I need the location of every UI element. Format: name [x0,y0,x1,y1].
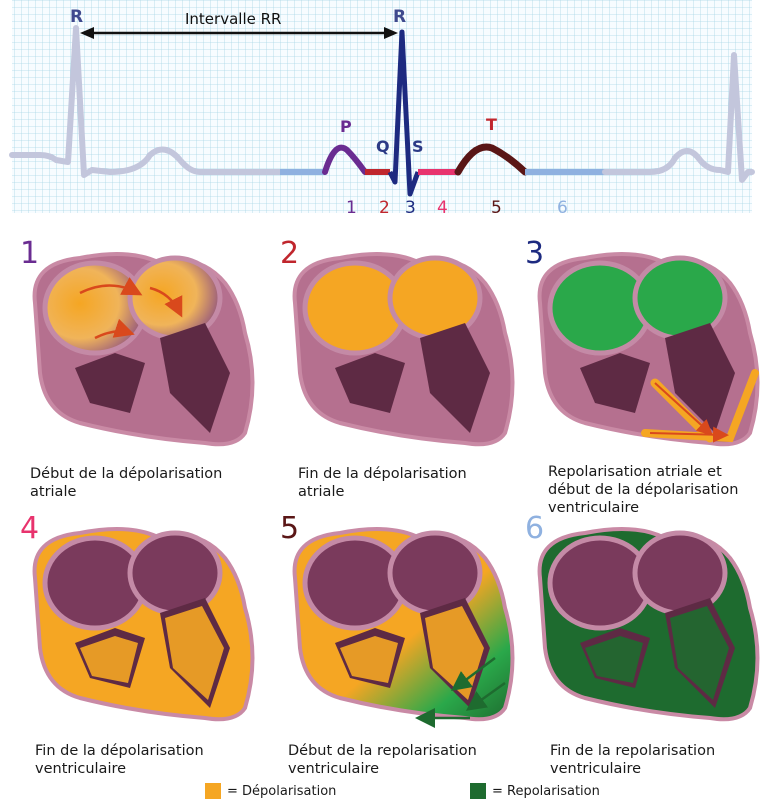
panel-number-1: 1 [20,239,39,269]
panel-number-5: 5 [280,514,299,544]
heart-panel-4 [20,518,270,768]
panel-caption-2: Fin de la dépolarisation atriale [298,465,467,501]
legend-repolarization: = Repolarisation [470,783,600,799]
heart-panel-2 [280,243,530,493]
depolarization-label: = Dépolarisation [227,784,336,799]
heart-diagram [525,243,760,453]
heart-diagram [20,518,270,728]
panel-caption-1: Début de la dépolarisation atriale [30,465,222,501]
s-wave-label: S [412,137,424,156]
panel-number-3: 3 [525,239,544,269]
heart-panel-1 [20,243,270,493]
r-label-left: R [70,7,83,27]
phase-number-5: 5 [491,198,502,215]
heart-diagram [280,518,530,728]
repolarization-label: = Repolarisation [492,784,600,799]
panel-caption-4: Fin de la dépolarisation ventriculaire [35,742,204,778]
repolarization-swatch [470,783,486,799]
r-label-right: R [393,7,406,27]
q-wave-label: Q [376,137,390,156]
phase-number-6: 6 [557,198,568,215]
panel-caption-5: Début de la repolarisation ventriculaire [288,742,477,778]
heart-panel-3 [525,243,760,493]
heart-panel-5 [280,518,530,768]
phase-number-1: 1 [346,198,357,215]
panel-number-2: 2 [280,239,299,269]
depolarization-swatch [205,783,221,799]
phase-number-4: 4 [437,198,448,215]
panel-number-6: 6 [525,514,544,544]
panel-caption-3: Repolarisation atriale et début de la dé… [548,463,738,517]
heart-diagram [280,243,530,453]
heart-diagram [525,518,760,728]
rr-interval-label: Intervalle RR [185,10,281,28]
heart-panel-6 [525,518,760,768]
legend-depolarization: = Dépolarisation [205,783,336,799]
t-wave-label: T [486,115,497,134]
p-wave-label: P [340,117,352,136]
panel-caption-6: Fin de la repolarisation ventriculaire [550,742,715,778]
phase-number-3: 3 [405,198,416,215]
panel-number-4: 4 [20,514,39,544]
heart-diagram [20,243,270,453]
phase-number-2: 2 [379,198,390,215]
